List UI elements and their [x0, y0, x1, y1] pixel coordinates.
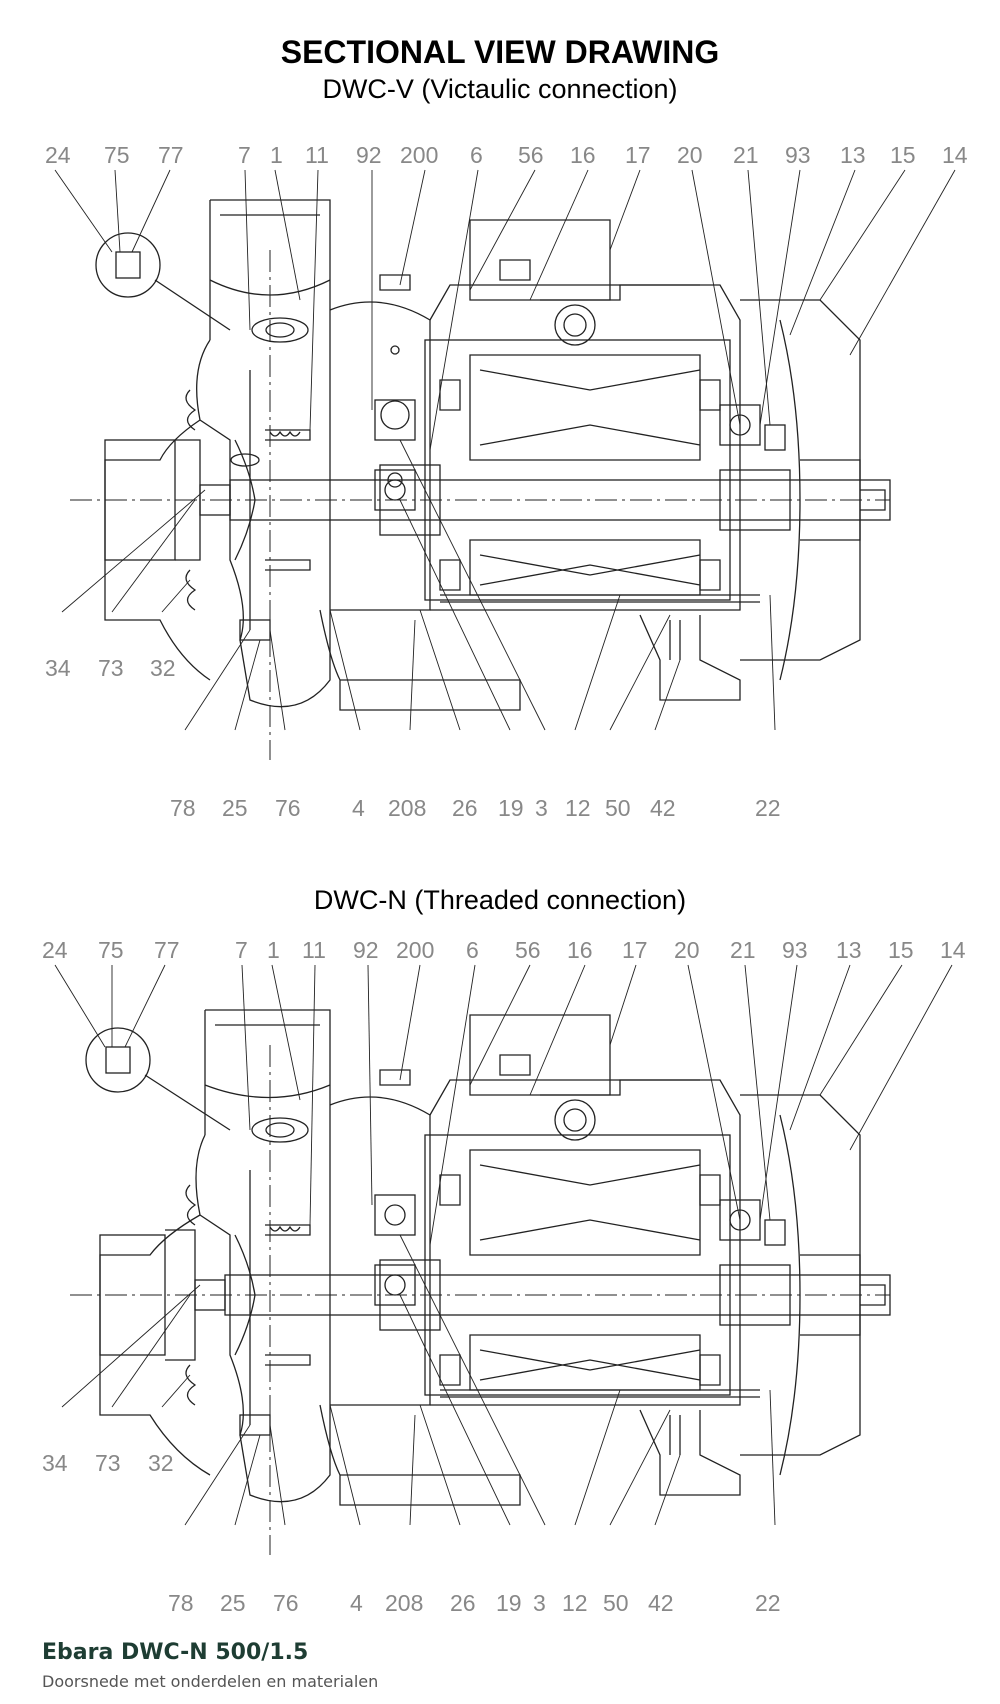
callout-20: 20: [677, 142, 703, 168]
callouts-victaulic: 24 75 77 7 1 11 92 200 6 56 16 17 20 21 …: [0, 140, 1000, 840]
callout-56: 56: [518, 142, 544, 168]
callout-76: 76: [275, 795, 301, 821]
victaulic-subtitle: DWC-V (Victaulic connection): [322, 74, 678, 104]
callout-92: 92: [353, 937, 379, 963]
sectional-drawing-victaulic: [54, 169, 956, 760]
callout-73: 73: [98, 655, 124, 681]
callout-32: 32: [148, 1450, 174, 1476]
product-title: Ebara DWC-N 500/1.5: [42, 1640, 309, 1665]
callout-77: 77: [158, 142, 184, 168]
callout-200: 200: [400, 142, 439, 168]
callout-1: 1: [267, 937, 280, 963]
callout-76: 76: [273, 1590, 299, 1616]
callout-73: 73: [95, 1450, 121, 1476]
callout-12: 12: [565, 795, 591, 821]
callout-24: 24: [42, 937, 68, 963]
callout-92: 92: [356, 142, 382, 168]
callout-16: 16: [570, 142, 596, 168]
callouts-threaded: 24 75 77 7 1 11 92 200 6 56 16 17 20 21 …: [0, 935, 1000, 1635]
callout-4: 4: [352, 795, 365, 821]
callout-7: 7: [235, 937, 248, 963]
callout-21: 21: [730, 937, 756, 963]
callout-32: 32: [150, 655, 176, 681]
callout-6: 6: [466, 937, 479, 963]
callout-17: 17: [625, 142, 651, 168]
leader-lines: [54, 964, 953, 1526]
callout-19: 19: [496, 1590, 522, 1616]
callout-22: 22: [755, 795, 781, 821]
callout-19: 19: [498, 795, 524, 821]
callout-78: 78: [168, 1590, 194, 1616]
callout-42: 42: [650, 795, 676, 821]
callout-26: 26: [452, 795, 478, 821]
callout-15: 15: [888, 937, 914, 963]
callout-34: 34: [45, 655, 71, 681]
callout-15: 15: [890, 142, 916, 168]
callout-11: 11: [302, 937, 326, 963]
pump-cross-section: [70, 1009, 891, 1555]
callout-93: 93: [782, 937, 808, 963]
callout-75: 75: [104, 142, 130, 168]
callout-93: 93: [785, 142, 811, 168]
callout-42: 42: [648, 1590, 674, 1616]
callout-24: 24: [45, 142, 71, 168]
callout-14: 14: [942, 142, 968, 168]
callout-78: 78: [170, 795, 196, 821]
callout-25: 25: [220, 1590, 246, 1616]
pump-cross-section: [70, 199, 891, 760]
sectional-drawing-threaded: [54, 964, 953, 1555]
callout-22: 22: [755, 1590, 781, 1616]
callout-16: 16: [567, 937, 593, 963]
threaded-subtitle: DWC-N (Threaded connection): [313, 885, 687, 915]
callout-75: 75: [98, 937, 124, 963]
callout-13: 13: [836, 937, 862, 963]
callout-200: 200: [396, 937, 435, 963]
product-subtitle: Doorsnede met onderdelen en materialen: [42, 1672, 379, 1691]
callout-50: 50: [605, 795, 631, 821]
drawing-title: SECTIONAL VIEW DRAWING: [280, 34, 720, 70]
callout-7: 7: [238, 142, 251, 168]
callout-26: 26: [450, 1590, 476, 1616]
callout-14: 14: [940, 937, 966, 963]
callout-12: 12: [562, 1590, 588, 1616]
callout-25: 25: [222, 795, 248, 821]
callout-34: 34: [42, 1450, 68, 1476]
callout-13: 13: [840, 142, 866, 168]
callout-17: 17: [622, 937, 648, 963]
callout-6: 6: [470, 142, 483, 168]
callout-1: 1: [270, 142, 283, 168]
callout-50: 50: [603, 1590, 629, 1616]
callout-208: 208: [385, 1590, 424, 1616]
callout-11: 11: [305, 142, 329, 168]
callout-3: 3: [533, 1590, 546, 1616]
callout-56: 56: [515, 937, 541, 963]
callout-4: 4: [350, 1590, 363, 1616]
callout-3: 3: [535, 795, 548, 821]
callout-77: 77: [154, 937, 180, 963]
callout-208: 208: [388, 795, 427, 821]
callout-20: 20: [674, 937, 700, 963]
leader-lines: [54, 169, 956, 731]
callout-21: 21: [733, 142, 759, 168]
